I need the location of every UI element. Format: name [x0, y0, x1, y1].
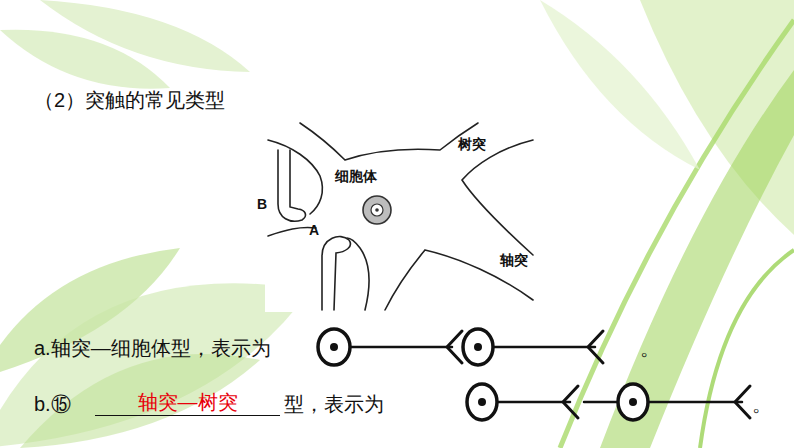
axon-line	[350, 346, 452, 349]
leaf	[600, 70, 794, 448]
terminal-letter: B	[257, 196, 267, 213]
leaf	[0, 30, 170, 89]
neuron-outline	[385, 250, 533, 310]
nucleolus	[371, 204, 383, 216]
neuron-illustration	[265, 122, 537, 312]
neuron-outline	[268, 140, 322, 214]
nucleus-dot	[478, 398, 486, 406]
sentence-end: 。	[752, 392, 772, 416]
axon-line	[648, 401, 742, 404]
nucleus-dot	[474, 343, 482, 351]
type-sentence: 型，表示为	[284, 392, 384, 416]
synapse-symbol-a	[318, 329, 603, 365]
nucleus	[363, 196, 391, 224]
axon-terminal	[563, 386, 578, 418]
sentence-end: 。	[640, 336, 660, 360]
neuron-outline	[268, 227, 316, 236]
terminal-letter: A	[309, 222, 319, 239]
answer-blank: 轴突—树突	[95, 390, 280, 416]
cell-body-symbol	[618, 384, 648, 420]
illustration-ground	[265, 122, 537, 312]
neuron-outline	[300, 123, 478, 160]
leaf	[540, 0, 700, 170]
type-sentence: b.⑮	[34, 392, 71, 416]
axon-terminal	[447, 331, 462, 363]
neuron-outline	[462, 140, 533, 255]
nucleus-dot	[330, 343, 338, 351]
axon-line	[493, 346, 595, 349]
type-sentence: a.轴突—细胞体型，表示为	[34, 336, 271, 360]
part-label: 树突	[458, 136, 486, 153]
cell-body-symbol	[467, 384, 497, 420]
terminal-b	[278, 150, 305, 221]
part-label: 细胞体	[335, 168, 377, 185]
nucleus-dot	[629, 398, 637, 406]
part-label: 轴突	[500, 252, 528, 269]
terminal-a	[322, 237, 350, 310]
slide-heading: （2）突触的常见类型	[34, 88, 225, 112]
stem	[700, 250, 794, 448]
axon-terminal	[735, 386, 750, 418]
axon-line	[497, 401, 570, 404]
axon-terminal	[588, 331, 603, 363]
dendrite-line	[584, 401, 618, 404]
neuron-outline	[347, 238, 369, 310]
nucleolus-dot	[375, 208, 379, 212]
cell-body-symbol	[463, 329, 493, 365]
cell-body-symbol	[318, 329, 350, 365]
synapse-symbol-b	[467, 384, 750, 420]
